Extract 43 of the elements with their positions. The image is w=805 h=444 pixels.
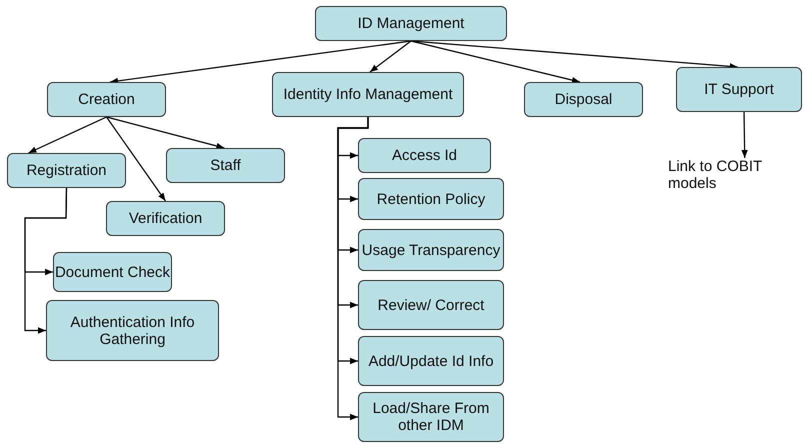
process-box — [166, 148, 285, 183]
box-label: IT Support — [704, 81, 774, 98]
process-box — [524, 82, 643, 117]
process-box — [106, 201, 225, 236]
arrow — [410, 40, 580, 84]
box-label: Creation — [78, 91, 135, 108]
box-label: Verification — [128, 210, 202, 227]
arrow — [28, 116, 107, 154]
box-label: Add/Update Id Info — [368, 352, 494, 370]
process-box — [358, 138, 491, 173]
process-box — [47, 82, 166, 117]
process-box — [358, 336, 504, 386]
box-label: ID Management — [358, 15, 464, 32]
process-box — [358, 229, 504, 271]
box-label: Document Check — [54, 264, 170, 280]
process-box — [358, 392, 504, 442]
process-box — [53, 252, 172, 292]
box-label: Disposal — [554, 91, 612, 108]
box-label: Review/ Correct — [378, 296, 484, 314]
arrow — [410, 40, 738, 70]
box-label: Load/Share From other IDM — [372, 400, 490, 434]
arrow — [370, 40, 412, 72]
arrow — [106, 116, 224, 150]
arrow — [106, 116, 166, 202]
process-box — [7, 153, 126, 188]
box-label: Authentication Info Gathering — [69, 314, 196, 348]
box-label: Retention Policy — [376, 190, 486, 208]
process-box — [358, 280, 504, 330]
box-label: Staff — [210, 157, 241, 174]
box-label: Access Id — [392, 147, 458, 164]
process-box — [315, 6, 507, 41]
box-label: Usage Transparency — [362, 242, 500, 258]
box-label: Registration — [26, 162, 107, 179]
box-label: Identity Info Management — [283, 86, 453, 103]
arrow — [24, 188, 68, 334]
process-box — [46, 300, 219, 361]
process-box — [272, 72, 464, 117]
arrow — [110, 40, 412, 84]
arrow — [741, 112, 748, 158]
note-text: Link to COBIT models — [668, 158, 805, 206]
process-box — [358, 178, 504, 220]
process-box — [676, 67, 802, 112]
arrow — [337, 117, 369, 420]
